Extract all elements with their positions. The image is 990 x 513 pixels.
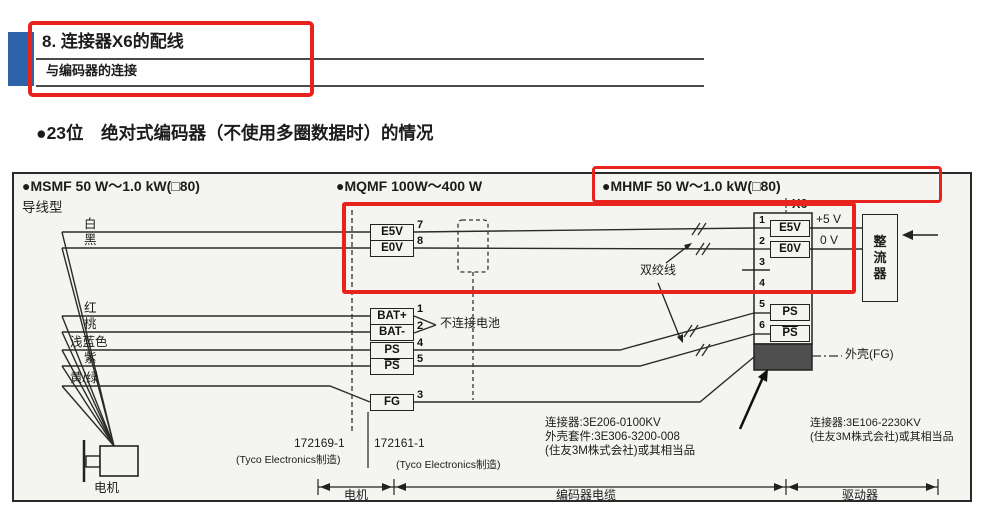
model-mqmf: ●MQMF 100W～400 W: [336, 178, 483, 194]
driver-connector-info-line2: (住友3M株式会社)或其相当品: [810, 431, 954, 443]
header-rule-top: [36, 58, 704, 60]
x6-pin-number-3: 3: [759, 256, 765, 268]
wire-label-white: 白: [84, 217, 97, 231]
x6-pin-number-2: 2: [759, 235, 765, 247]
section-title: ●23位 绝对式编码器（不使用多圈数据时）的情况: [36, 123, 434, 143]
motor-label: 电机: [94, 481, 120, 495]
left-pin-number-8: 8: [417, 235, 424, 247]
chapter-subtitle: 与编码器的连接: [46, 63, 138, 78]
regulator-box: 整流器: [862, 214, 898, 302]
maker-label-left: (Tyco Electronics制造): [236, 454, 341, 466]
battery-note: 不连接电池: [440, 316, 501, 330]
encoder-connector-info-line3: (住友3M株式会社)或其相当品: [545, 445, 696, 457]
left-pin-batm: BAT-: [370, 324, 414, 341]
x6-pin-number-4: 4: [759, 277, 765, 289]
zerov-label: 0 V: [820, 233, 839, 247]
model-msmf: ●MSMF 50 W～1.0 kW(□80): [22, 178, 200, 194]
span-label-cable: 编码器电缆: [556, 488, 617, 502]
regulator-label: 整流器: [873, 233, 887, 282]
driver-connector-info-line1: 连接器:3E106-2230KV: [810, 417, 921, 429]
part-number-left: 172169-1: [294, 436, 345, 450]
highlight-box-power-wires: [342, 202, 856, 294]
left-pin-number-2: 2: [417, 320, 424, 332]
highlight-box-header: [28, 21, 314, 97]
chapter-title: 8. 连接器X6的配线: [42, 32, 184, 51]
wire-label-lightblue: 浅蓝色: [70, 335, 108, 349]
x6-pin-ps: PS: [770, 304, 810, 321]
x6-pin-number-5: 5: [759, 298, 765, 310]
x6-pin-number-6: 6: [759, 319, 765, 331]
wire-label-red: 红: [84, 301, 97, 315]
left-pin-number-3: 3: [417, 389, 424, 401]
encoder-connector-info-line2: 外壳套件:3E306-3200-008: [545, 431, 680, 443]
span-label-driver: 驱动器: [842, 488, 879, 502]
left-pin-psbar: PS: [370, 358, 414, 375]
model-mhmf: ●MHMF 50 W～1.0 kW(□80): [602, 178, 781, 194]
header-rule-bottom: [36, 85, 704, 87]
left-pin-number-5: 5: [417, 353, 424, 365]
wire-label-pink: 桃: [84, 317, 97, 331]
plus5v-label: +5 V: [816, 212, 842, 226]
wire-label-black: 黑: [84, 233, 97, 247]
lead-type-label: 导线型: [22, 200, 63, 215]
left-pin-number-7: 7: [417, 219, 424, 231]
wire-label-purple: 紫: [84, 351, 97, 365]
span-label-motor: 电机: [344, 488, 369, 502]
x6-pin-e0v: E0V: [770, 241, 810, 258]
x6-pin-number-1: 1: [759, 214, 765, 226]
encoder-connector-info-line1: 连接器:3E206-0100KV: [545, 417, 661, 429]
twisted-pair-label: 双绞线: [640, 263, 677, 277]
left-pin-e0v: E0V: [370, 240, 414, 257]
left-pin-fg: FG: [370, 394, 414, 411]
wire-label-yellowgreen: 黄/绿: [70, 371, 99, 385]
left-pin-batp: BAT+: [370, 308, 414, 325]
maker-label-right: (Tyco Electronics制造): [396, 459, 501, 471]
part-number-right: 172161-1: [374, 436, 425, 450]
left-pin-number-1: 1: [417, 303, 424, 315]
highlight-box-mhmf: [592, 166, 942, 203]
x6-pin-psbar: PS: [770, 325, 810, 342]
shell-fg-label: 外壳(FG): [845, 347, 894, 361]
left-pin-number-4: 4: [417, 337, 424, 349]
x6-pin-e5v: E5V: [770, 220, 810, 237]
left-pin-ps: PS: [370, 342, 414, 359]
